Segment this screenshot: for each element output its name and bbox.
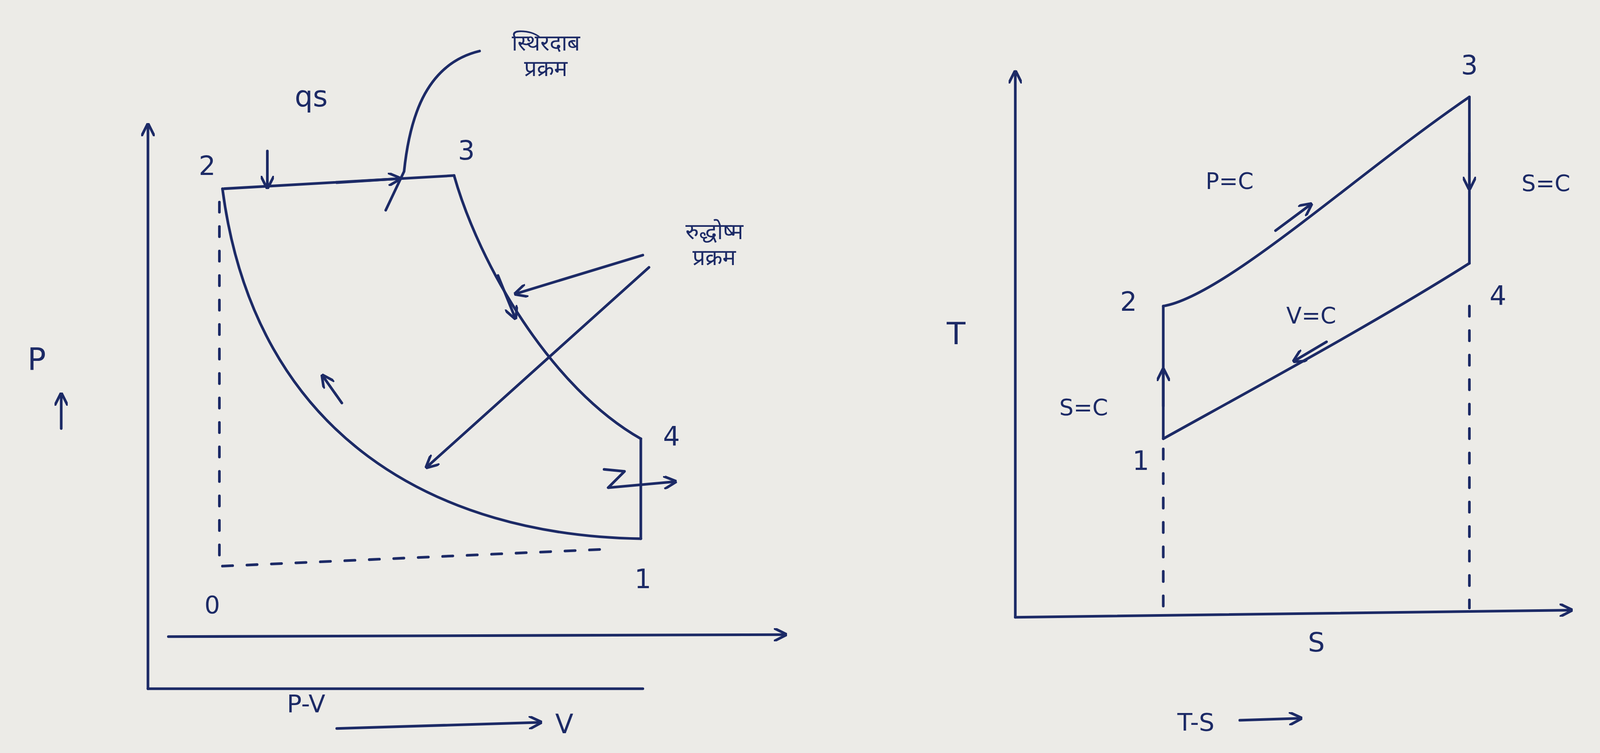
t-axis bbox=[1013, 71, 1017, 618]
process-label: P=C bbox=[1203, 168, 1256, 195]
point-number: 2 bbox=[1118, 286, 1139, 318]
heat-label: qs bbox=[292, 80, 330, 114]
expansion-curve bbox=[454, 175, 642, 439]
constant-pressure-line bbox=[222, 175, 455, 189]
dashed-line bbox=[219, 202, 613, 567]
p-axis bbox=[146, 124, 150, 689]
heat-in-arrow bbox=[266, 151, 269, 189]
process-note: स्थिरदाब प्रक्रम bbox=[510, 30, 582, 82]
point-number: 1 bbox=[1130, 445, 1151, 477]
process-label: S=C bbox=[1057, 395, 1110, 422]
process-arrow bbox=[1468, 153, 1471, 189]
compression-curve bbox=[222, 188, 642, 539]
constant-volume-curve bbox=[1163, 263, 1470, 439]
axis-label: P bbox=[25, 341, 48, 377]
point-number: 4 bbox=[661, 421, 682, 452]
constant-volume-line bbox=[639, 438, 642, 539]
p-arrow bbox=[59, 393, 63, 429]
process-arrow bbox=[336, 178, 401, 183]
leader-line bbox=[385, 51, 480, 211]
process-arrow bbox=[322, 375, 342, 404]
dashed-line bbox=[1468, 306, 1471, 609]
leader-line bbox=[515, 255, 643, 294]
diagram-name: T-S bbox=[1175, 708, 1217, 737]
process-label: V=C bbox=[1284, 303, 1338, 330]
point-number: 2 bbox=[196, 151, 218, 182]
dashed-line bbox=[1162, 448, 1165, 611]
s-axis bbox=[1015, 610, 1572, 618]
isentropic-line bbox=[1162, 306, 1165, 439]
process-note: रुद्धोष्म प्रक्रम bbox=[683, 218, 746, 271]
heat-out-arrow bbox=[604, 469, 676, 489]
process-arrow bbox=[1293, 342, 1327, 362]
constant-pressure-curve bbox=[1163, 97, 1470, 307]
point-number: 4 bbox=[1487, 280, 1509, 311]
v-arrow bbox=[336, 722, 541, 729]
ts-arrow bbox=[1239, 718, 1302, 721]
axis-label: T bbox=[944, 316, 968, 352]
axis-label: V bbox=[553, 709, 576, 740]
point-number: 3 bbox=[1459, 50, 1480, 81]
process-arrow bbox=[1275, 204, 1312, 231]
process-arrow bbox=[498, 275, 516, 319]
process-arrow bbox=[1162, 369, 1165, 407]
axis-label: S bbox=[1306, 627, 1327, 658]
v-axis bbox=[148, 687, 644, 691]
isentropic-line bbox=[1468, 97, 1471, 264]
diagram-name: P-V bbox=[285, 689, 328, 718]
origin-label: 0 bbox=[202, 590, 222, 620]
process-label: S=C bbox=[1519, 170, 1573, 197]
v-axis-arrow bbox=[168, 634, 786, 638]
point-number: 1 bbox=[632, 564, 653, 595]
leader-line bbox=[426, 267, 649, 468]
point-number: 3 bbox=[455, 135, 477, 167]
